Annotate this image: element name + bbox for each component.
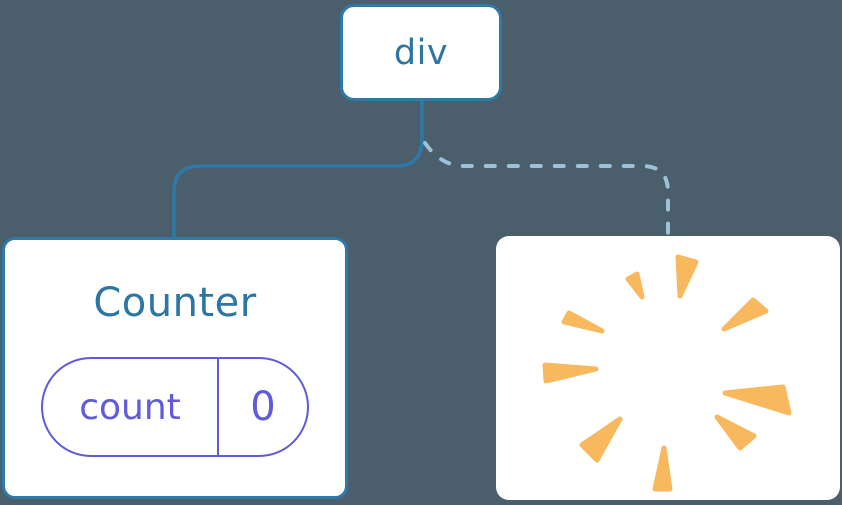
poof-icon [542, 254, 792, 492]
state-key-label: count [79, 386, 181, 428]
counter-node-label: Counter [93, 280, 257, 326]
edge-solid-div-counter [172, 99, 424, 240]
tree-node-removed [496, 236, 840, 500]
tree-node-div: div [340, 4, 502, 101]
edge-dashed-div-removed [423, 141, 670, 239]
div-node-label: div [393, 32, 449, 73]
state-pill: count 0 [41, 357, 309, 457]
tree-node-counter: Counter count 0 [2, 237, 348, 499]
state-value-label: 0 [217, 359, 307, 455]
